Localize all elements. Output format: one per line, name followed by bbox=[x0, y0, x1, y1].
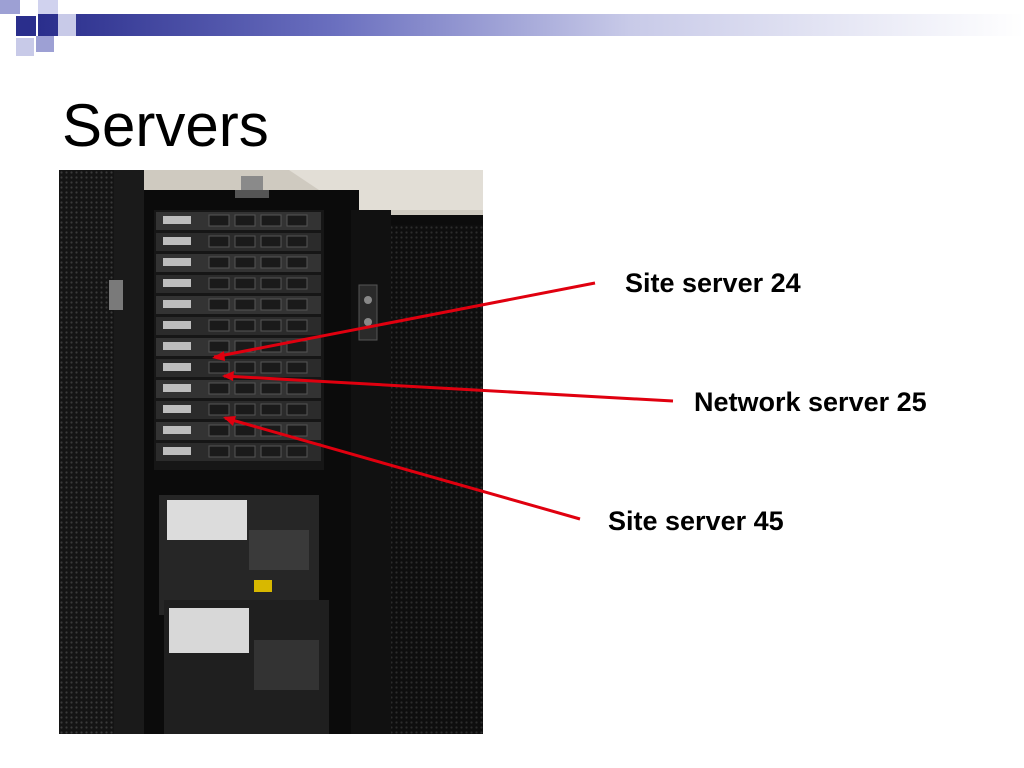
drive-bay bbox=[234, 298, 256, 311]
drive-bay bbox=[234, 256, 256, 269]
drive-bay bbox=[260, 424, 282, 437]
drive-bay bbox=[208, 361, 230, 374]
drive-bay bbox=[260, 298, 282, 311]
server-rack-photo bbox=[59, 170, 483, 734]
rack-unit-label bbox=[163, 363, 191, 371]
drive-bay bbox=[260, 235, 282, 248]
decor-square bbox=[16, 16, 36, 36]
drive-bay bbox=[286, 361, 308, 374]
drive-bay bbox=[286, 298, 308, 311]
slide-title: Servers bbox=[62, 92, 269, 159]
drive-bay bbox=[286, 382, 308, 395]
decor-square bbox=[0, 0, 20, 14]
drive-bay bbox=[234, 214, 256, 227]
drive-bay bbox=[234, 319, 256, 332]
drive-bay bbox=[234, 277, 256, 290]
drive-bay bbox=[260, 256, 282, 269]
rack-unit-label bbox=[163, 447, 191, 455]
drive-bay bbox=[286, 319, 308, 332]
drive-bay bbox=[234, 445, 256, 458]
drive-bay bbox=[234, 340, 256, 353]
drive-bay bbox=[234, 235, 256, 248]
label-network-server-25: Network server 25 bbox=[694, 387, 927, 417]
drive-bay bbox=[208, 403, 230, 416]
label-site-server-45: Site server 45 bbox=[608, 506, 784, 536]
label-site-server-24: Site server 24 bbox=[625, 268, 801, 298]
drive-bay bbox=[286, 277, 308, 290]
rack-unit-label bbox=[163, 237, 191, 245]
rack-unit-label bbox=[163, 342, 191, 350]
drive-bay bbox=[234, 424, 256, 437]
drive-bay bbox=[208, 235, 230, 248]
drive-bay bbox=[260, 382, 282, 395]
drive-bay bbox=[208, 214, 230, 227]
rack-unit-label bbox=[163, 300, 191, 308]
drive-bay bbox=[208, 298, 230, 311]
drive-bay bbox=[286, 424, 308, 437]
decor-square bbox=[58, 14, 76, 36]
drive-bay bbox=[260, 403, 282, 416]
drive-bay bbox=[234, 361, 256, 374]
decor-square bbox=[16, 38, 34, 56]
drive-bay bbox=[208, 382, 230, 395]
rack-unit-label bbox=[163, 321, 191, 329]
drive-bay bbox=[208, 340, 230, 353]
drive-bay bbox=[286, 214, 308, 227]
rack-unit-label bbox=[163, 258, 191, 266]
drive-bay bbox=[208, 277, 230, 290]
drive-bay bbox=[208, 445, 230, 458]
drive-bay bbox=[286, 445, 308, 458]
drive-bay bbox=[260, 319, 282, 332]
rack-unit-label bbox=[163, 405, 191, 413]
drive-bay bbox=[208, 319, 230, 332]
rack-unit-label bbox=[163, 426, 191, 434]
drive-bay bbox=[286, 235, 308, 248]
decor-square bbox=[38, 0, 58, 14]
drive-bay bbox=[286, 403, 308, 416]
drive-bay bbox=[208, 256, 230, 269]
rack-unit-label bbox=[163, 384, 191, 392]
rack-unit-label bbox=[163, 216, 191, 224]
drive-bay bbox=[260, 361, 282, 374]
drive-bay bbox=[286, 256, 308, 269]
drive-bay bbox=[260, 445, 282, 458]
drive-bay bbox=[260, 277, 282, 290]
drive-bay bbox=[260, 340, 282, 353]
title-bar-gradient bbox=[38, 14, 1024, 36]
drive-bay bbox=[234, 403, 256, 416]
drive-bay bbox=[208, 424, 230, 437]
drive-bay bbox=[234, 382, 256, 395]
decor-square bbox=[36, 36, 54, 52]
drive-bay bbox=[260, 214, 282, 227]
drive-bay bbox=[286, 340, 308, 353]
rack-unit-label bbox=[163, 279, 191, 287]
